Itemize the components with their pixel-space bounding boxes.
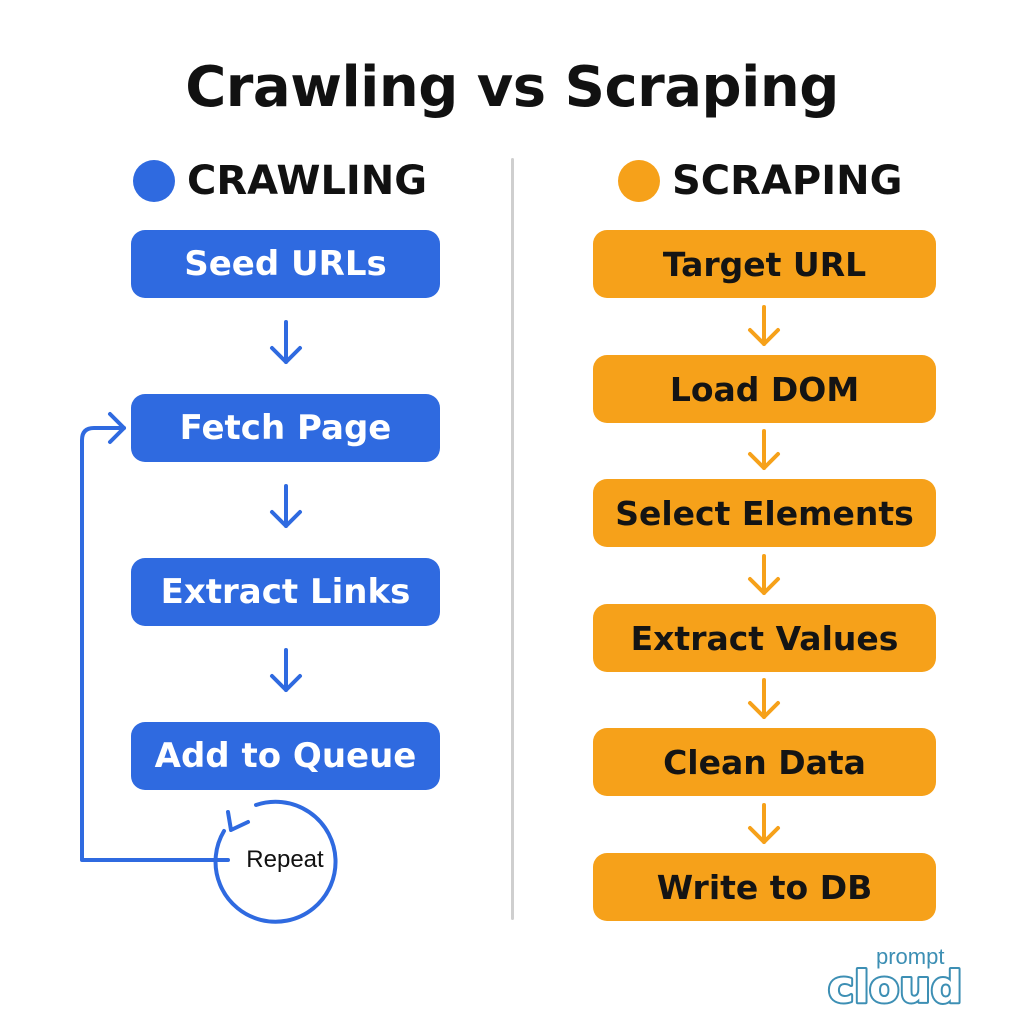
scraping-step-select-elements: Select Elements xyxy=(593,479,936,547)
scraping-dot-icon xyxy=(618,160,660,202)
logo-top-text: prompt xyxy=(876,944,944,969)
promptcloud-logo: prompt cloud cloud xyxy=(826,944,964,1008)
scraping-arrow-down-icon xyxy=(748,305,780,346)
crawling-arrow-down-icon xyxy=(270,648,302,692)
column-divider xyxy=(511,158,514,920)
crawling-header: CRAWLING xyxy=(133,155,427,207)
scraping-header: SCRAPING xyxy=(618,155,902,207)
crawling-dot-icon xyxy=(133,160,175,202)
repeat-cycle-icon xyxy=(213,799,338,924)
crawling-arrow-down-icon xyxy=(270,320,302,364)
scraping-arrow-down-icon xyxy=(748,429,780,470)
crawling-arrow-down-icon xyxy=(270,484,302,528)
scraping-step-write-to-db: Write to DB xyxy=(593,853,936,921)
crawling-step-add-to-queue: Add to Queue xyxy=(131,722,440,790)
scraping-step-load-dom: Load DOM xyxy=(593,355,936,423)
scraping-step-target-url: Target URL xyxy=(593,230,936,298)
repeat-label: Repeat xyxy=(246,846,324,873)
logo-bottom-text-outline: cloud xyxy=(828,962,962,1008)
crawling-step-fetch-page: Fetch Page xyxy=(131,394,440,462)
crawling-heading: CRAWLING xyxy=(187,158,428,204)
crawling-step-seed-urls: Seed URLs xyxy=(131,230,440,298)
scraping-step-clean-data: Clean Data xyxy=(593,728,936,796)
page-title: Crawling vs Scraping xyxy=(185,55,839,120)
scraping-arrow-down-icon xyxy=(748,678,780,719)
scraping-arrow-down-icon xyxy=(748,554,780,595)
loop-back-arrow xyxy=(80,412,230,862)
crawling-step-extract-links: Extract Links xyxy=(131,558,440,626)
scraping-heading: SCRAPING xyxy=(672,158,903,204)
logo-bottom-text: cloud xyxy=(828,962,962,1008)
scraping-step-extract-values: Extract Values xyxy=(593,604,936,672)
scraping-arrow-down-icon xyxy=(748,803,780,844)
